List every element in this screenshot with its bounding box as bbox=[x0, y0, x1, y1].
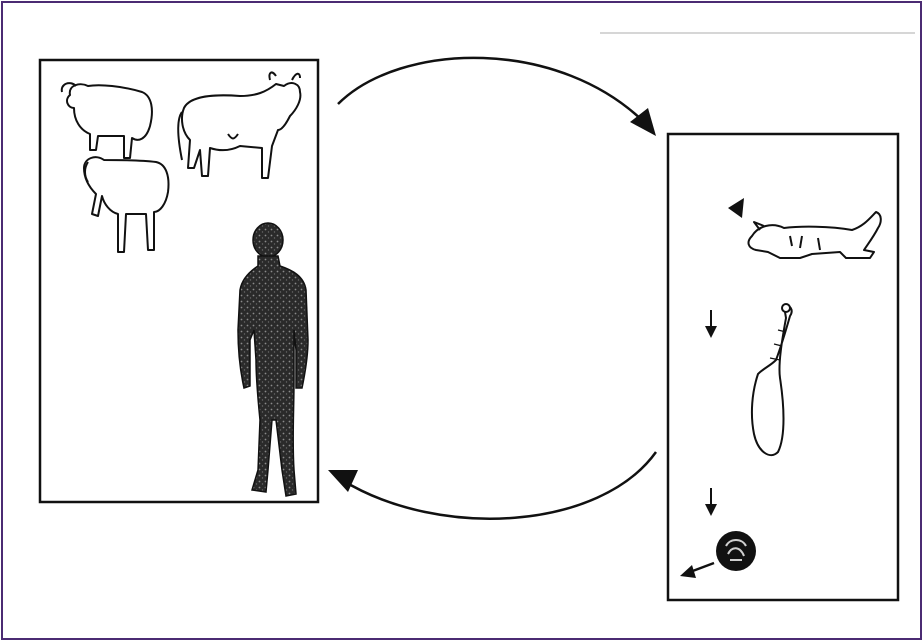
definitive-host-panel bbox=[668, 134, 898, 600]
intermediate-hosts-panel bbox=[40, 60, 318, 502]
egg-icon bbox=[716, 531, 756, 571]
